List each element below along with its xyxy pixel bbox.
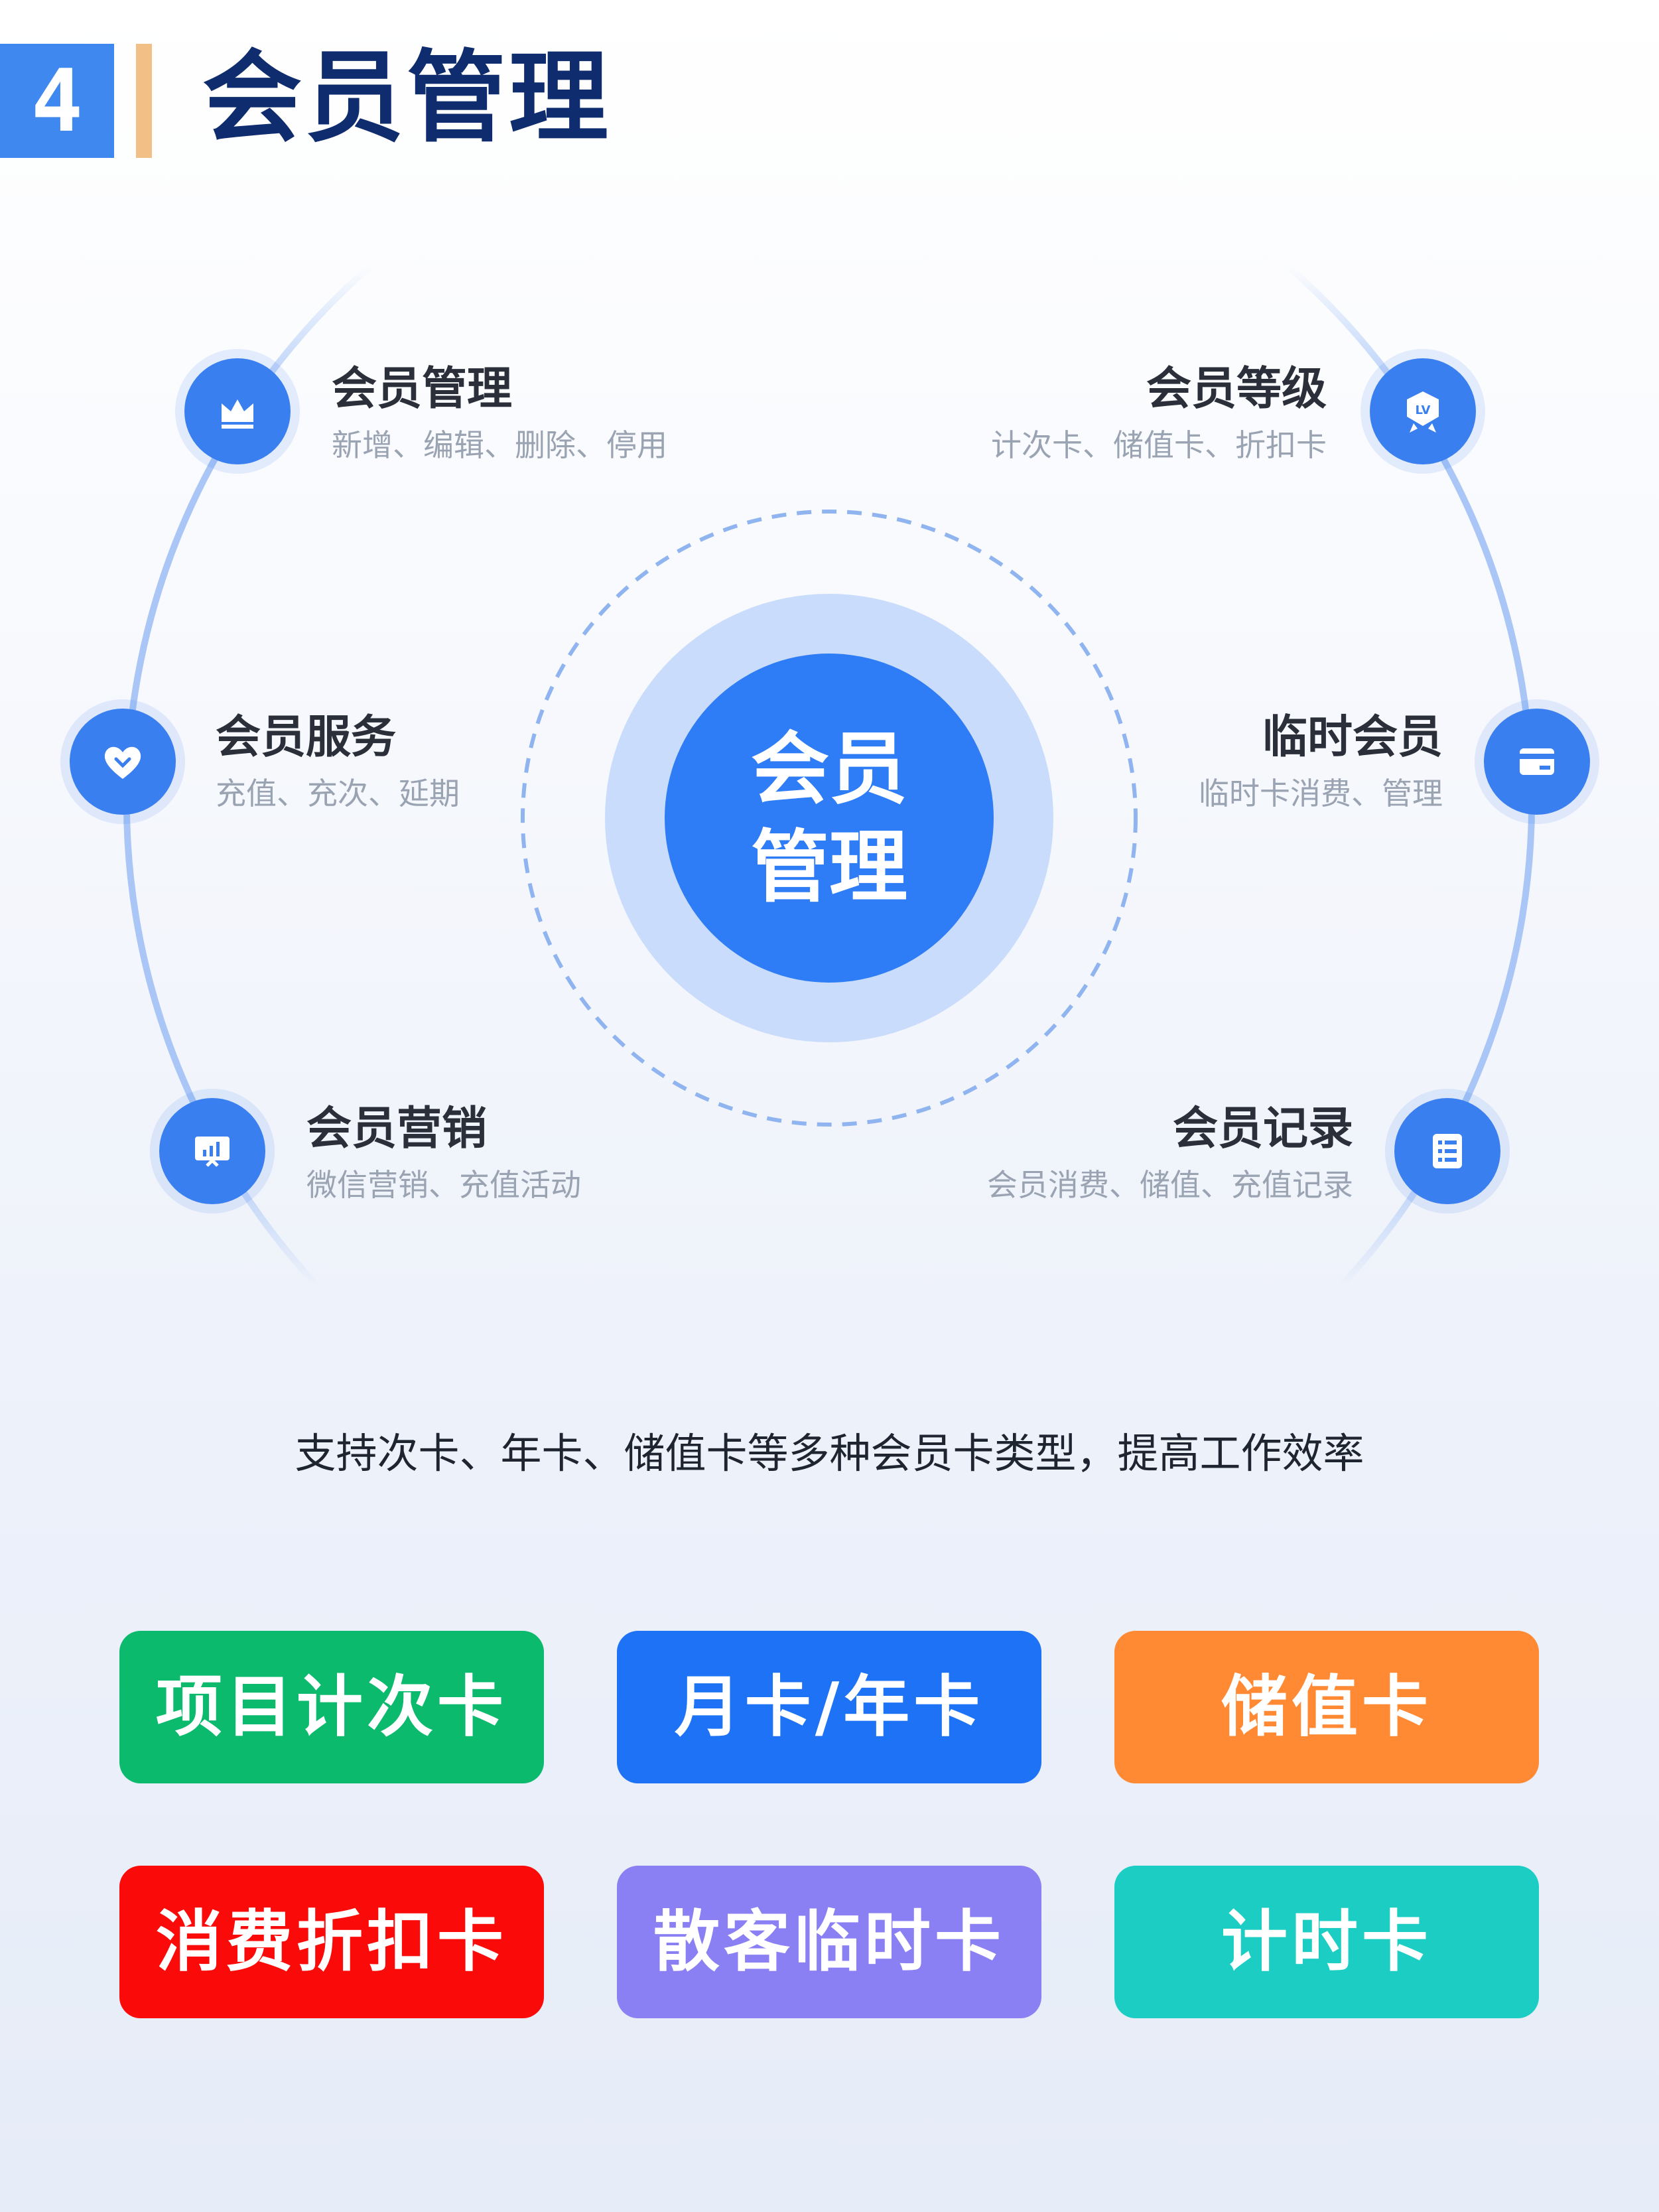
feature-desc: 新增、编辑、删除、停用: [332, 427, 667, 463]
feature-title: 会员营销: [306, 1103, 488, 1155]
feature-member-records: 会员记录 会员消费、储值、充值记录: [942, 1101, 1353, 1204]
level-badge-text: LV: [1416, 403, 1431, 417]
feature-title: 会员记录: [1172, 1103, 1353, 1155]
feature-desc: 微信营销、充值活动: [306, 1167, 581, 1203]
center-core: [665, 654, 994, 983]
feature-desc: 充值、充次、延期: [216, 776, 460, 811]
page-title: 会员管理: [202, 40, 612, 156]
crown-icon: [184, 358, 291, 464]
feature-title: 会员服务: [216, 711, 397, 764]
center-label: 会员 管理: [663, 720, 995, 916]
feature-member-marketing: 会员营销 微信营销、充值活动: [306, 1101, 718, 1204]
level-badge-icon: LV: [1370, 358, 1476, 464]
card-type-button[interactable]: 项目计次卡: [119, 1631, 544, 1783]
card-type-button[interactable]: 月卡/年卡: [617, 1631, 1041, 1783]
feature-member-management: 会员管理 新增、编辑、删除、停用: [332, 362, 743, 464]
card-type-button[interactable]: 储值卡: [1114, 1631, 1539, 1783]
center-label-line2: 管理: [750, 821, 907, 913]
feature-desc: 会员消费、储值、充值记录: [987, 1167, 1353, 1203]
header-accent-bar: [136, 44, 152, 158]
tagline: 支持次卡、年卡、储值卡等多种会员卡类型，提高工作效率: [295, 1429, 1364, 1478]
feature-temp-member: 临时会员 临时卡消费、管理: [1031, 710, 1443, 812]
feature-title: 临时会员: [1262, 711, 1443, 764]
feature-member-level: 会员等级 计次卡、储值卡、折扣卡: [915, 362, 1327, 464]
card-type-button[interactable]: 计时卡: [1114, 1866, 1539, 2018]
feature-member-service: 会员服务 充值、充次、延期: [216, 710, 627, 812]
feature-desc: 计次卡、储值卡、折扣卡: [991, 427, 1327, 463]
section-number-badge: 4: [0, 44, 114, 158]
presentation-icon: [159, 1098, 265, 1204]
dashed-ring: [521, 510, 1138, 1127]
list-icon: [1394, 1098, 1500, 1204]
card-type-button[interactable]: 散客临时卡: [617, 1866, 1041, 2018]
feature-title: 会员管理: [332, 363, 513, 415]
card-icon: [1484, 709, 1590, 815]
feature-title: 会员等级: [1146, 363, 1327, 415]
feature-desc: 临时卡消费、管理: [1199, 776, 1443, 811]
card-type-button[interactable]: 消费折扣卡: [119, 1866, 544, 2018]
heart-icon: [70, 709, 176, 815]
center-label-line1: 会员: [750, 723, 907, 815]
